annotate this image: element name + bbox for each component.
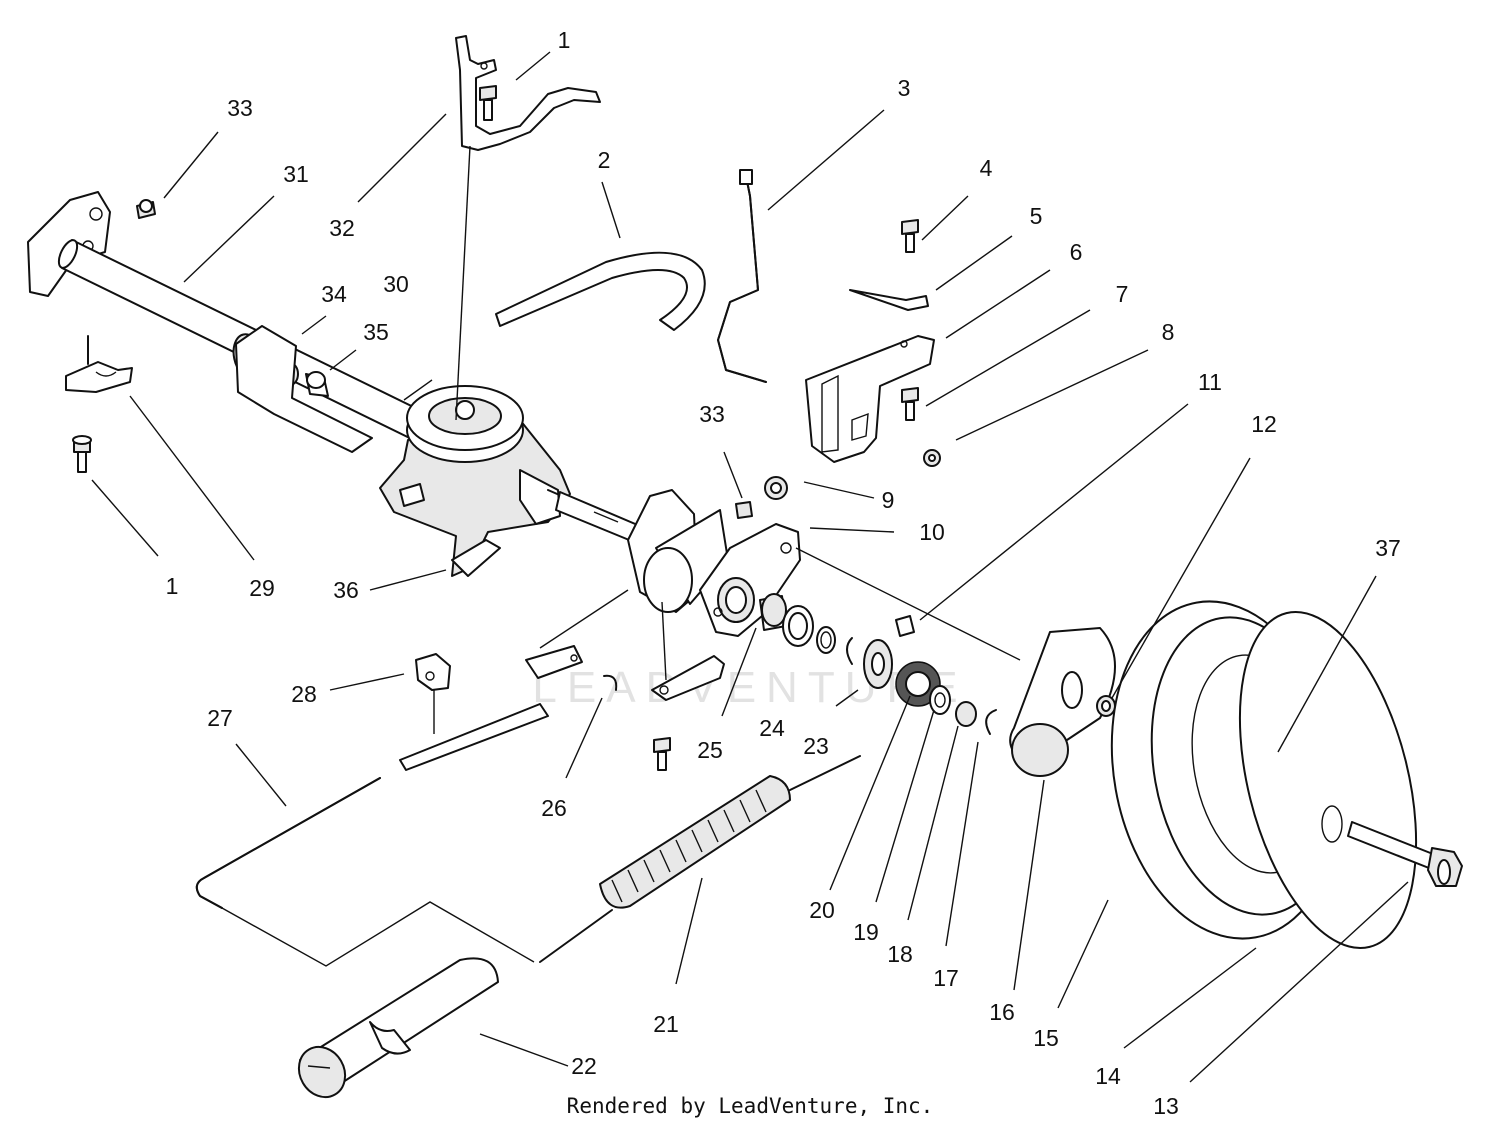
part-33-bolt-top (136, 199, 156, 219)
callout-labels: 1 1 2 3 4 5 6 7 8 9 10 11 12 13 14 15 16… (166, 27, 1401, 1119)
callout-26: 26 (541, 795, 567, 821)
callout-13: 13 (1153, 1093, 1179, 1119)
callout-1-left: 1 (166, 573, 179, 599)
part-7-bolt (901, 387, 919, 421)
leader-lines (91, 51, 1409, 1083)
callout-7: 7 (1116, 281, 1129, 307)
callout-5: 5 (1030, 203, 1043, 229)
callout-16: 16 (989, 999, 1015, 1025)
part-10-plate (699, 523, 1021, 661)
callout-25: 25 (697, 737, 723, 763)
callout-19: 19 (853, 919, 879, 945)
part-23-clip (816, 626, 836, 654)
part-22-retaining-ring (846, 637, 853, 665)
part-17-e-ring (985, 709, 997, 735)
callout-37: 37 (1375, 535, 1401, 561)
callout-21: 21 (653, 1011, 679, 1037)
part-28-clip (415, 653, 451, 734)
part-24-washer (782, 605, 814, 647)
part-8-nut (923, 449, 941, 467)
mounting-plate (235, 325, 373, 453)
part-19-washer (929, 685, 951, 715)
part-32-upper-bracket (455, 35, 601, 421)
part-36-bracket (451, 539, 501, 577)
callout-30: 30 (383, 271, 409, 297)
callout-20: 20 (809, 897, 835, 923)
part-35-bushing (305, 371, 329, 397)
callout-34: 34 (321, 281, 347, 307)
part-3-shift-rod (717, 169, 767, 383)
callout-18: 18 (887, 941, 913, 967)
callout-33-top: 33 (227, 95, 253, 121)
part-6-shift-bracket (805, 335, 935, 463)
part-5-spring-clip (849, 289, 929, 311)
callout-1-top: 1 (558, 27, 571, 53)
part-26-e-ring (603, 674, 618, 691)
part-23-hub (863, 639, 893, 689)
part-1-bolt-left (72, 435, 92, 473)
part-29-bracket (65, 335, 133, 393)
part-9-nut (764, 476, 788, 500)
callout-33-center: 33 (699, 401, 725, 427)
callout-15: 15 (1033, 1025, 1059, 1051)
callout-29: 29 (249, 575, 275, 601)
callout-27: 27 (207, 705, 233, 731)
part-33-bolt-right (735, 501, 753, 519)
part-18-bushing (955, 701, 977, 727)
callout-9: 9 (882, 487, 895, 513)
part-4-screw (901, 219, 919, 253)
part-14-hubcap (1238, 610, 1418, 950)
part-22-handle-grip (297, 957, 499, 1099)
callout-28: 28 (291, 681, 317, 707)
callout-23: 23 (803, 733, 829, 759)
part-27-control-rod (195, 777, 535, 967)
callout-31: 31 (283, 161, 309, 187)
part-25-latch-bracket (651, 601, 725, 771)
part-26-shift-rod (399, 589, 629, 771)
callout-4: 4 (980, 155, 993, 181)
callout-2: 2 (598, 147, 611, 173)
part-30-transmission (379, 385, 641, 577)
part-11-key (895, 615, 915, 637)
callout-3: 3 (898, 75, 911, 101)
callout-8: 8 (1162, 319, 1175, 345)
callout-22: 22 (571, 1053, 597, 1079)
part-16-hub-cover (1009, 627, 1116, 777)
credit-text: Rendered by LeadVenture, Inc. (566, 1094, 934, 1118)
callout-14: 14 (1095, 1063, 1121, 1089)
part-20-pinion-gear (895, 661, 941, 707)
callout-35: 35 (363, 319, 389, 345)
part-2-drive-belt (495, 251, 706, 331)
part-13-axle-bolt (1347, 821, 1463, 887)
part-25-spacer (759, 593, 787, 631)
part-12-bearing (1096, 695, 1116, 717)
callout-10: 10 (919, 519, 945, 545)
callout-12: 12 (1251, 411, 1277, 437)
part-21-extension-spring (539, 755, 861, 963)
callout-36: 36 (333, 577, 359, 603)
callout-6: 6 (1070, 239, 1083, 265)
callout-11: 11 (1198, 369, 1222, 395)
callout-32: 32 (329, 215, 355, 241)
callout-24: 24 (759, 715, 785, 741)
callout-17: 17 (933, 965, 959, 991)
